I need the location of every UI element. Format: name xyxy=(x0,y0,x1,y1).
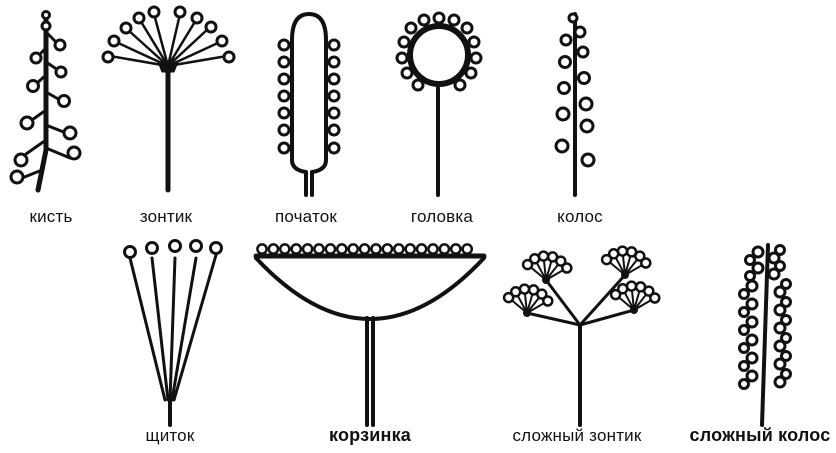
label-spadix: початок xyxy=(275,207,337,227)
raceme-drawing xyxy=(11,12,80,191)
corymb-drawing xyxy=(125,241,222,426)
spadix-drawing xyxy=(279,14,339,195)
compound-spike-drawing xyxy=(740,245,791,425)
label-compound-spike: сложный колос xyxy=(690,425,831,446)
spike-drawing xyxy=(556,14,594,195)
label-umbel: зонтик xyxy=(140,207,192,227)
capitulum-drawing xyxy=(256,244,484,425)
umbel-drawing xyxy=(103,7,234,190)
label-capitulum: корзинка xyxy=(329,425,411,446)
label-corymb: щиток xyxy=(146,426,195,446)
label-compound-umbel: сложный зонтик xyxy=(512,426,641,446)
label-raceme: кисть xyxy=(29,207,72,227)
label-head: головка xyxy=(411,207,473,227)
compound-umbel-drawing xyxy=(504,247,659,425)
label-spike: колос xyxy=(557,207,603,227)
head-drawing xyxy=(397,13,481,195)
